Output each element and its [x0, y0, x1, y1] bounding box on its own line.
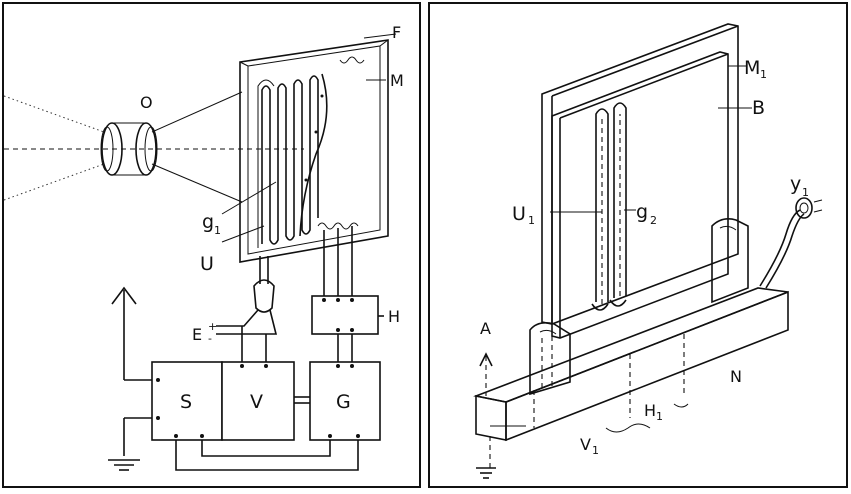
- box-h: [312, 296, 384, 364]
- cable-y1: [760, 198, 822, 288]
- label-y1-sub: 1: [802, 186, 809, 199]
- left-figure-drawing: O F M g 1 U H E + - S V G: [4, 4, 423, 490]
- e-connections: [216, 310, 276, 364]
- back-plate-m1: [542, 24, 738, 324]
- label-v1-sub: 1: [592, 444, 599, 457]
- label-a: A: [480, 319, 491, 338]
- label-u1-sub: 1: [528, 214, 535, 227]
- label-g1-sub: 1: [214, 224, 221, 237]
- label-m1-sub: 1: [760, 68, 767, 81]
- right-figure-drawing: M 1 B U 1 g 2 y 1 A N H 1 V 1: [430, 4, 850, 490]
- label-y1: y: [790, 173, 801, 195]
- label-g2: g: [636, 201, 648, 223]
- output-arrow: [108, 288, 152, 470]
- label-h: H: [388, 307, 400, 326]
- label-o: O: [140, 93, 153, 112]
- label-g2-sub: 2: [650, 214, 657, 227]
- label-m: M: [390, 71, 404, 90]
- right-figure-panel: M 1 B U 1 g 2 y 1 A N H 1 V 1: [428, 2, 848, 488]
- front-plate-b: [552, 52, 728, 338]
- light-rays: [4, 92, 304, 202]
- u1-electrodes: [592, 103, 626, 310]
- label-e: E: [192, 325, 202, 344]
- label-f: F: [392, 23, 401, 42]
- label-u1: U: [512, 203, 526, 225]
- photocathode-plate: [240, 40, 388, 262]
- label-n: N: [730, 367, 742, 386]
- left-figure-panel: O F M g 1 U H E + - S V G: [2, 2, 421, 488]
- label-s: S: [180, 391, 192, 413]
- label-u: U: [200, 253, 214, 275]
- base-posts: [530, 219, 748, 394]
- label-h1-sub: 1: [656, 410, 663, 423]
- label-v1: V: [580, 435, 591, 454]
- arrow-a-ground: [476, 354, 526, 478]
- label-m1: M: [744, 57, 760, 79]
- label-e-minus: -: [208, 332, 212, 345]
- label-b: B: [752, 97, 765, 119]
- label-h1: H: [644, 401, 656, 420]
- label-g: G: [336, 391, 351, 413]
- label-v: V: [250, 391, 263, 413]
- boxes-svg: [152, 362, 380, 470]
- label-g1: g: [202, 211, 214, 233]
